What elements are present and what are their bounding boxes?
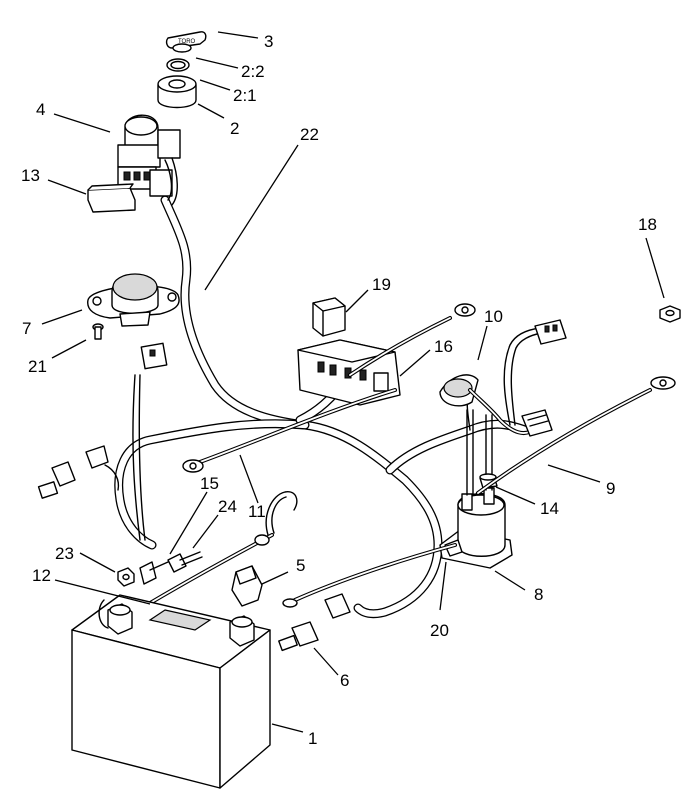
relay <box>312 297 346 337</box>
ignition-key: TORO <box>165 31 207 53</box>
nut-18 <box>659 305 681 323</box>
leader-lines <box>41 31 665 733</box>
ground-cable-upper <box>348 303 476 377</box>
callout-23: 23 <box>55 544 74 563</box>
right-connector-block <box>521 409 553 437</box>
terminal-boot-5 <box>231 565 263 607</box>
callout-12: 12 <box>32 566 51 585</box>
meter-connector <box>140 342 168 370</box>
callout-9: 9 <box>606 479 615 498</box>
ground-cable-left <box>182 388 397 473</box>
starter-solenoid <box>439 487 513 569</box>
battery <box>71 594 271 789</box>
key-switch-washer <box>166 58 190 72</box>
callout-7: 7 <box>22 319 31 338</box>
callout-19: 19 <box>372 275 391 294</box>
wire-harness <box>114 195 530 619</box>
callout-11: 11 <box>248 502 266 521</box>
callout-14: 14 <box>540 499 559 518</box>
callout-22: 22 <box>300 125 319 144</box>
callout-18: 18 <box>638 215 657 234</box>
callout-5: 5 <box>296 556 305 575</box>
callout-6: 6 <box>340 671 349 690</box>
left-connector-a <box>37 461 76 499</box>
terminal-boot-6 <box>278 621 319 652</box>
key-switch-nut <box>157 75 197 109</box>
callout-labels: 3 2:2 2:1 2 4 13 22 18 19 7 21 10 16 9 1… <box>21 32 657 748</box>
callout-21: 21 <box>28 357 47 376</box>
terminal-bolt-24 <box>167 551 203 573</box>
battery-cable-positive <box>282 543 457 608</box>
nut-23 <box>117 567 135 587</box>
connector-plug-13 <box>87 183 136 213</box>
positive-cable-10 <box>439 374 537 436</box>
solenoid-terminal-nuts <box>466 409 498 496</box>
callout-2: 2 <box>230 119 239 138</box>
callout-8: 8 <box>534 585 543 604</box>
callout-2-2: 2:2 <box>241 62 265 81</box>
key-switch <box>117 114 181 206</box>
harness-end-connector <box>324 593 351 619</box>
battery-cable-9 <box>476 376 676 495</box>
left-connector-b <box>85 445 109 469</box>
callout-20: 20 <box>430 621 449 640</box>
callout-24: 24 <box>218 497 237 516</box>
callout-10: 10 <box>484 307 503 326</box>
callout-4: 4 <box>36 100 45 119</box>
screw-21 <box>92 323 104 340</box>
callout-3: 3 <box>264 32 273 51</box>
callout-16: 16 <box>434 337 453 356</box>
callout-15: 15 <box>200 474 219 493</box>
callout-13: 13 <box>21 166 40 185</box>
terminal-clamp-15 <box>139 561 169 585</box>
battery-cable-11 <box>133 491 298 614</box>
callout-1: 1 <box>308 729 317 748</box>
fuse-block <box>297 339 401 406</box>
right-connector-plug <box>534 319 567 345</box>
key-brand-text: TORO <box>178 39 196 45</box>
hour-meter <box>87 273 180 327</box>
callout-2-1: 2:1 <box>233 86 257 105</box>
